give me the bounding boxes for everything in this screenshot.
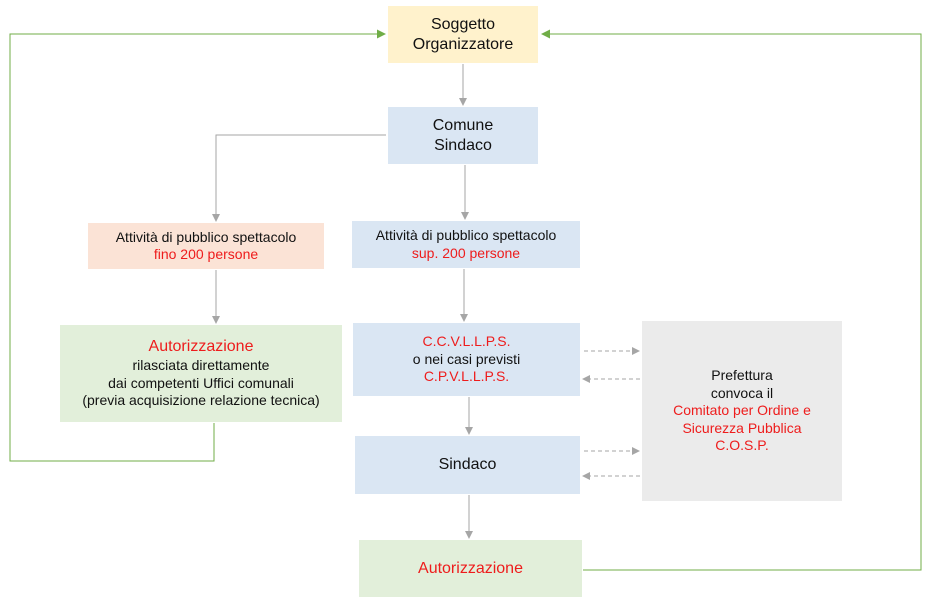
comune-line1: Comune bbox=[432, 116, 494, 134]
prefettura-line1: Prefettura bbox=[711, 367, 773, 384]
attivita-sup-200-box: Attività di pubblico spettacolo sup. 200… bbox=[352, 221, 580, 268]
prefettura-line2: convoca il bbox=[710, 384, 774, 401]
attivita-fino-200-box: Attività di pubblico spettacolo fino 200… bbox=[88, 223, 324, 269]
ccv-line3: C.P.V.L.L.P.S. bbox=[423, 368, 510, 385]
attivita-fino-line2: fino 200 persone bbox=[153, 246, 259, 262]
autorizzazione-left-title: Autorizzazione bbox=[148, 338, 254, 356]
soggetto-line2: Organizzatore bbox=[412, 35, 514, 53]
autorizzazione-bottom-label: Autorizzazione bbox=[418, 559, 523, 577]
sindaco-label: Sindaco bbox=[438, 456, 497, 473]
prefettura-line3: Comitato per Ordine e bbox=[673, 402, 811, 419]
prefettura-line4: Sicurezza Pubblica bbox=[682, 419, 802, 436]
ccvllps-box: C.C.V.L.L.P.S. o nei casi previsti C.P.V… bbox=[353, 323, 580, 396]
attivita-fino-line1: Attività di pubblico spettacolo bbox=[115, 228, 297, 245]
autorizzazione-left-line4: (previa acquisizione relazione tecnica) bbox=[82, 392, 320, 409]
ccv-line2: o nei casi previsti bbox=[412, 350, 521, 367]
autorizzazione-left-line2: rilasciata direttamente bbox=[132, 357, 270, 374]
attivita-sup-line2: sup. 200 persone bbox=[411, 244, 521, 261]
soggetto-organizzatore-box: Soggetto Organizzatore bbox=[388, 6, 538, 63]
comune-sindaco-box: Comune Sindaco bbox=[388, 107, 538, 164]
prefettura-cosp-box: Prefettura convoca il Comitato per Ordin… bbox=[642, 321, 842, 501]
autorizzazione-final-box: Autorizzazione bbox=[359, 540, 582, 597]
arrow-comune-to-attivita-fino bbox=[212, 134, 386, 222]
comune-line2: Sindaco bbox=[434, 136, 492, 154]
autorizzazione-uffici-box: Autorizzazione rilasciata direttamente d… bbox=[60, 325, 342, 422]
sindaco-box: Sindaco bbox=[355, 436, 580, 494]
prefettura-line5: C.O.S.P. bbox=[715, 437, 769, 454]
ccv-line1: C.C.V.L.L.P.S. bbox=[422, 333, 511, 350]
autorizzazione-left-line3: dai competenti Uffici comunali bbox=[108, 374, 294, 391]
soggetto-line1: Soggetto bbox=[430, 15, 496, 33]
feedback-arrow-right bbox=[541, 29, 922, 571]
attivita-sup-line1: Attività di pubblico spettacolo bbox=[375, 227, 557, 243]
feedback-arrow-left bbox=[9, 29, 386, 462]
